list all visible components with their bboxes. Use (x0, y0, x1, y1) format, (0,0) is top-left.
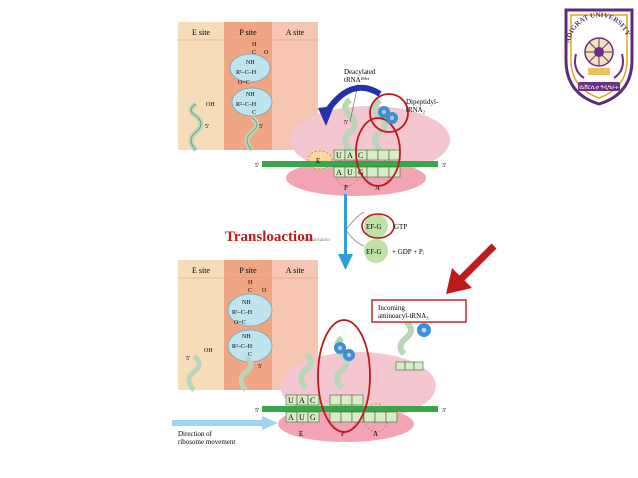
mrna-5prime: 5′ (255, 163, 260, 169)
site-p-label: P (341, 430, 345, 438)
mrna-3prime: 3′ (442, 408, 447, 414)
chem-c1: C (248, 288, 252, 294)
dipeptidyl-label-2: tRNA₂ (406, 106, 426, 114)
chem-nh2: NH (246, 92, 255, 98)
chem-oh: OH (204, 348, 213, 354)
chem-nh1: NH (246, 60, 255, 66)
p-site-label: P site (239, 28, 257, 37)
codon-top-u: U (336, 151, 342, 160)
mrna-5prime: 5′ (255, 408, 260, 414)
dipeptidyl-label-1: Dipeptidyl- (406, 98, 439, 106)
a-site-label: A site (286, 266, 305, 275)
annotation-circle-dipeptide (369, 93, 409, 133)
chem-c2: C (252, 110, 256, 116)
mrna-3prime: 3′ (442, 163, 447, 169)
e-site-label: E site (192, 28, 210, 37)
codon-bottom-u: U (299, 413, 305, 422)
codon-bottom-a: A (336, 168, 342, 177)
site-a-label: A (375, 184, 380, 192)
codon-top-a: A (347, 151, 353, 160)
chem-oc: O=C (234, 320, 246, 326)
chem-r1: R¹–C–H (236, 70, 257, 76)
e-site-label: E site (192, 266, 210, 275)
p-site-column (224, 22, 272, 150)
chem-nh1: NH (242, 300, 251, 306)
annotation-oval-ribosome (355, 117, 401, 187)
p-site-label: P site (239, 266, 257, 275)
codon-top-c: C (358, 151, 363, 160)
deacylated-label-2: tRNAᶠᴹᵉᵗ (344, 76, 370, 84)
deacylated-label-1: Deacylated (344, 68, 376, 76)
codon-bottom-a: A (288, 413, 294, 422)
direction-arrow-body (172, 420, 262, 426)
translocation-title: Transloaction (225, 229, 314, 245)
chem-5prime-1: 5′ (205, 124, 210, 130)
e-site-column (178, 22, 224, 150)
chem-h: H (252, 42, 257, 48)
codon-top-u: U (288, 396, 294, 405)
gtp-label: GTP (394, 223, 407, 231)
ef-g-gtp-label: EF-G (366, 223, 382, 231)
incoming-label-box (371, 299, 467, 323)
ef-g-gdp-label: EF-G (366, 248, 382, 256)
incoming-label-1: Incoming (378, 304, 405, 312)
chem-r1: R¹–C–H (232, 310, 253, 316)
codon-boxes (333, 149, 401, 178)
chem-o: O (262, 288, 267, 294)
translocation-curved-arrow (325, 84, 382, 112)
mrna-strand (262, 161, 438, 167)
chem-o: O (264, 50, 269, 56)
gdp-pi-label: + GDP + Pᵢ (392, 248, 425, 256)
site-e-label: E (316, 157, 320, 165)
chem-c1: C (252, 50, 256, 56)
logo-bottom-text: ዩኒቨርሲቲ ዓዲግራት (579, 85, 619, 91)
annotation-oval-ef-g (361, 213, 395, 239)
chem-nh2: NH (242, 334, 251, 340)
red-pointer-arrow (446, 243, 497, 294)
annotation-oval-ribosome (317, 319, 371, 433)
codon-bottom-u: U (347, 168, 353, 177)
chem-r2: R²–C–H (232, 344, 253, 350)
chem-oh: OH (206, 102, 215, 108)
a-site-label: A site (286, 28, 305, 37)
site-a-label: A (373, 430, 378, 438)
chem-c2: C (248, 352, 252, 358)
codon-top-a: A (299, 396, 305, 405)
direction-label-1: Direction of (178, 430, 213, 438)
trna-5prime-label: 5′ (344, 120, 349, 126)
top-translocation-panel: E site P site A site H C O NH R¹–C–H O=C… (178, 22, 450, 196)
chem-oc: O=C (238, 80, 250, 86)
chem-r2: R²–C–H (236, 102, 257, 108)
incoming-label-2: aminoacyl-tRNA₃ (378, 312, 429, 320)
translocation-overlap-text: translocation (304, 238, 330, 243)
mrna-strand (262, 406, 438, 412)
downward-flow-arrow (344, 194, 347, 256)
chem-5prime-1: 5′ (186, 356, 191, 362)
codon-top-c: C (310, 396, 315, 405)
chem-h: H (248, 280, 253, 286)
e-site-column (178, 260, 224, 390)
codon-bottom-g: G (310, 413, 316, 422)
site-e-label: E (299, 430, 303, 438)
chem-5prime-2: 5′ (258, 364, 263, 370)
site-p-label: P (344, 184, 348, 192)
university-logo: ADIGRAT UNIVERSITY ዩኒቨርሲቲ ዓዲግራት (564, 8, 634, 106)
chem-5prime-2: 5′ (259, 124, 264, 130)
ef-g-gdp-circle (364, 239, 388, 263)
middle-ef-g-step: EF-G GTP EF-G + GDP + Pᵢ translocation (304, 194, 425, 270)
ef-g-gtp-circle (364, 214, 388, 238)
bottom-translocation-panel: E site P site A site H C O NH R¹–C–H O=C… (172, 260, 467, 446)
codon-boxes (285, 394, 398, 423)
direction-label-2: ribosome movement (178, 438, 235, 446)
